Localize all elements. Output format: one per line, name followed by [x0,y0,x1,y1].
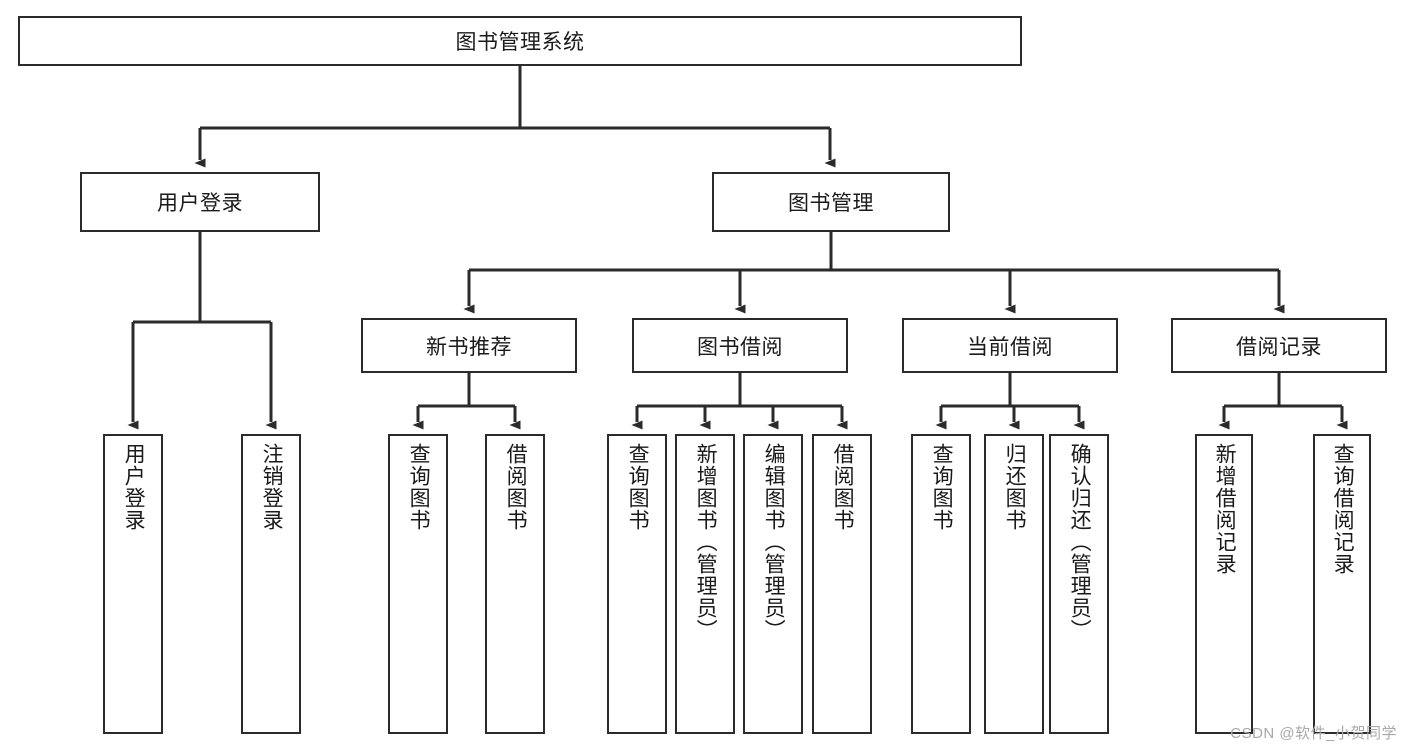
node-root-label: 图书管理系统 [455,31,585,54]
leaf-label: 借阅图书 [831,443,855,531]
leaf-label: 新增借阅记录 [1213,443,1237,575]
leaf-user-login[interactable]: 用户登录 [103,434,163,734]
node-new-book-recommend-label: 新书推荐 [426,335,512,359]
leaf-query-book-recommend[interactable]: 查询图书 [388,434,448,734]
node-book-borrow-label: 图书借阅 [697,335,783,359]
leaf-query-book-borrow[interactable]: 查询图书 [607,434,667,734]
node-new-book-recommend[interactable]: 新书推荐 [361,318,577,373]
watermark: CSDN @软件_小贺同学 [1230,725,1397,742]
leaf-label: 编辑图书（管理员） [762,443,786,641]
leaf-label: 借阅图书 [504,443,528,531]
leaf-label: 归还图书 [1003,443,1027,531]
leaf-label: 注销登录 [260,443,284,531]
node-current-borrow-label: 当前借阅 [967,335,1053,359]
node-book-management-label: 图书管理 [788,192,874,215]
node-borrow-record[interactable]: 借阅记录 [1171,318,1387,373]
leaf-label: 用户登录 [122,443,146,531]
node-book-management[interactable]: 图书管理 [712,172,950,232]
node-book-borrow[interactable]: 图书借阅 [632,318,848,373]
leaf-label: 确认归还（管理员） [1068,443,1092,641]
leaf-query-borrow-record[interactable]: 查询借阅记录 [1313,434,1371,734]
leaf-confirm-return-admin[interactable]: 确认归还（管理员） [1049,434,1109,734]
leaf-borrow-book-recommend[interactable]: 借阅图书 [485,434,545,734]
leaf-label: 查询图书 [407,443,431,531]
leaf-edit-book-admin[interactable]: 编辑图书（管理员） [743,434,803,734]
leaf-query-book-current[interactable]: 查询图书 [911,434,971,734]
leaf-logout-login[interactable]: 注销登录 [241,434,301,734]
leaf-add-borrow-record[interactable]: 新增借阅记录 [1195,434,1253,734]
node-user-login[interactable]: 用户登录 [80,172,320,232]
leaf-borrow-book[interactable]: 借阅图书 [812,434,872,734]
leaf-label: 查询图书 [930,443,954,531]
leaf-add-book-admin[interactable]: 新增图书（管理员） [675,434,735,734]
leaf-label: 查询图书 [626,443,650,531]
node-user-login-label: 用户登录 [157,192,243,215]
node-borrow-record-label: 借阅记录 [1236,335,1322,359]
leaf-label: 新增图书（管理员） [694,443,718,641]
node-current-borrow[interactable]: 当前借阅 [902,318,1118,373]
node-root[interactable]: 图书管理系统 [18,16,1022,66]
leaf-return-book[interactable]: 归还图书 [984,434,1044,734]
leaf-label: 查询借阅记录 [1331,443,1355,575]
